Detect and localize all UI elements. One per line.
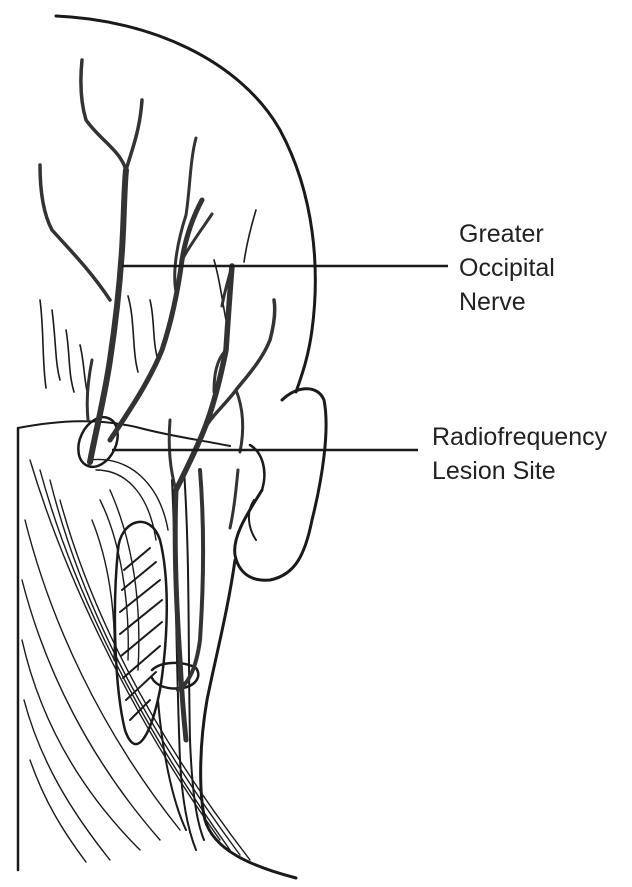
label-gon-line3: Nerve bbox=[459, 285, 555, 319]
label-gon-line1: Greater bbox=[459, 217, 555, 251]
label-rf-line1: Radiofrequency bbox=[432, 420, 607, 454]
neck-outline bbox=[201, 560, 296, 878]
ear-outline bbox=[235, 389, 326, 580]
label-radiofrequency-lesion-site: Radiofrequency Lesion Site bbox=[432, 420, 607, 488]
scalp-outline bbox=[56, 16, 315, 392]
label-rf-line2: Lesion Site bbox=[432, 454, 607, 488]
greater-occipital-nerve-branches bbox=[40, 60, 275, 740]
ear-inner bbox=[250, 445, 264, 490]
label-greater-occipital-nerve: Greater Occipital Nerve bbox=[459, 217, 555, 319]
label-gon-line2: Occipital bbox=[459, 251, 555, 285]
